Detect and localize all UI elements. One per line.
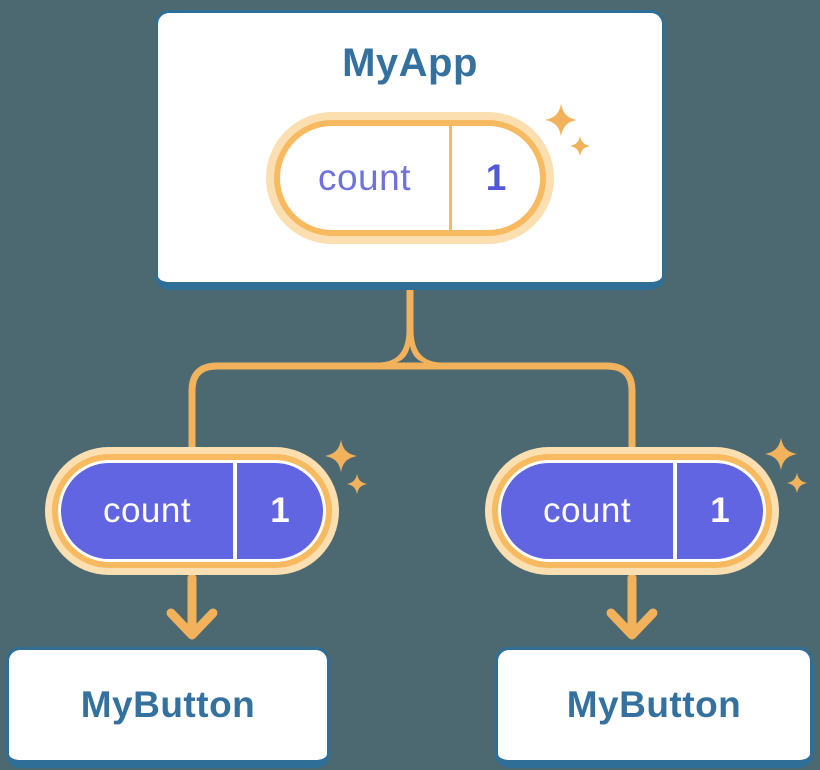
- pill-divider: [233, 463, 237, 559]
- connector-branch: [188, 362, 636, 452]
- state-name-label: count: [317, 157, 411, 198]
- component-title: MyApp: [342, 41, 478, 85]
- arrow-right: [606, 573, 658, 640]
- sparkle-icon: [764, 437, 798, 471]
- component-card-mybutton-right: MyButton: [495, 647, 813, 768]
- prop-value-label: 1: [270, 491, 290, 530]
- sparkle-icon: [346, 473, 368, 495]
- pill-divider: [449, 126, 452, 230]
- prop-pill-left: count 1: [45, 447, 339, 575]
- prop-pill-body: count 1: [501, 463, 763, 559]
- pill-divider: [673, 463, 677, 559]
- component-card-myapp: MyApp count 1: [155, 10, 665, 290]
- sparkle-icon: [324, 439, 358, 473]
- prop-name-label: count: [102, 491, 192, 530]
- prop-pill-body: count 1: [61, 463, 323, 559]
- state-pill-ring: count 1: [274, 120, 546, 236]
- sparkle-icon: [786, 472, 808, 494]
- prop-value-label: 1: [710, 491, 730, 530]
- connector-stem: [378, 284, 442, 363]
- arrow-left: [166, 573, 218, 640]
- prop-pill-ring: count 1: [492, 454, 772, 568]
- prop-pill-ring: count 1: [52, 454, 332, 568]
- component-title: MyButton: [566, 684, 742, 725]
- component-title: MyButton: [80, 684, 256, 725]
- state-value-label: 1: [485, 157, 507, 198]
- state-pill: count 1: [266, 112, 554, 244]
- component-card-mybutton-left: MyButton: [6, 647, 330, 768]
- prop-name-label: count: [542, 491, 632, 530]
- prop-pill-right: count 1: [485, 447, 779, 575]
